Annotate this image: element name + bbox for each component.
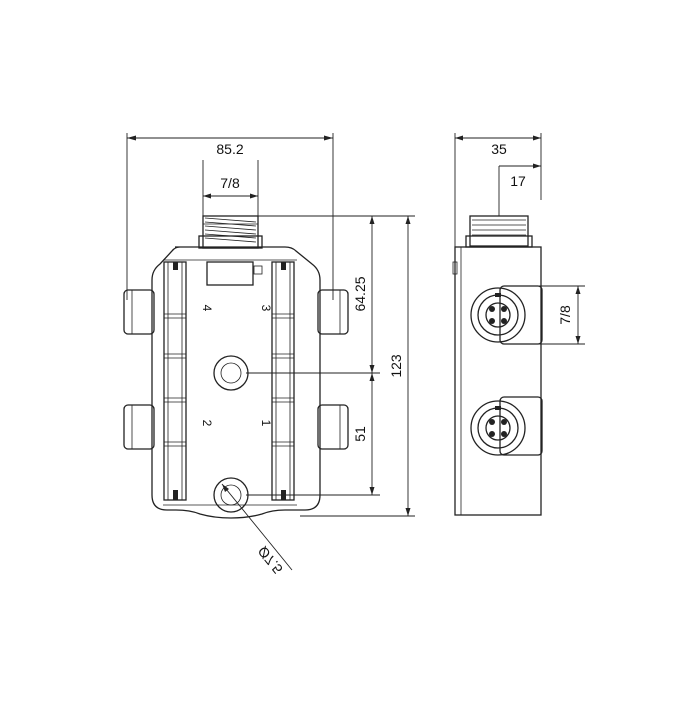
left-led-column [163,261,187,501]
front-dimensions: 85.2 7/8 64.25 51 123 Ø7.5 [126,133,415,577]
left-port-upper [123,289,155,335]
side-top-connector [465,215,533,248]
port-label-4: 4 [200,305,214,312]
side-view [452,215,543,516]
side-housing [454,246,542,516]
housing-outline [151,246,321,519]
left-port-lower [123,404,155,450]
thread-dimension-label: 7/8 [220,175,240,191]
right-led-column [271,261,295,501]
length-dimension-label: 123 [388,354,404,378]
hole-diameter-label: Ø7.5 [254,543,286,577]
hole-spacing-bottom-label: 51 [352,426,368,442]
port-label-1: 1 [259,420,273,427]
label-plate [206,261,254,286]
side-port-upper [470,285,543,345]
side-port-thread-label: 7/8 [557,305,573,325]
front-view: 4 3 2 1 [123,215,349,519]
side-port-lower [470,396,543,456]
hole-spacing-top-label: 64.25 [352,276,368,311]
top-connector [198,215,263,249]
side-dimensions: 35 17 7/8 [454,133,585,345]
side-thread-offset-label: 17 [510,173,526,189]
width-dimension-label: 85.2 [216,141,243,157]
port-label-3: 3 [259,305,273,312]
mounting-hole-upper [213,355,249,391]
right-port-lower [317,404,349,450]
port-label-2: 2 [200,420,214,427]
side-width-label: 35 [491,141,507,157]
